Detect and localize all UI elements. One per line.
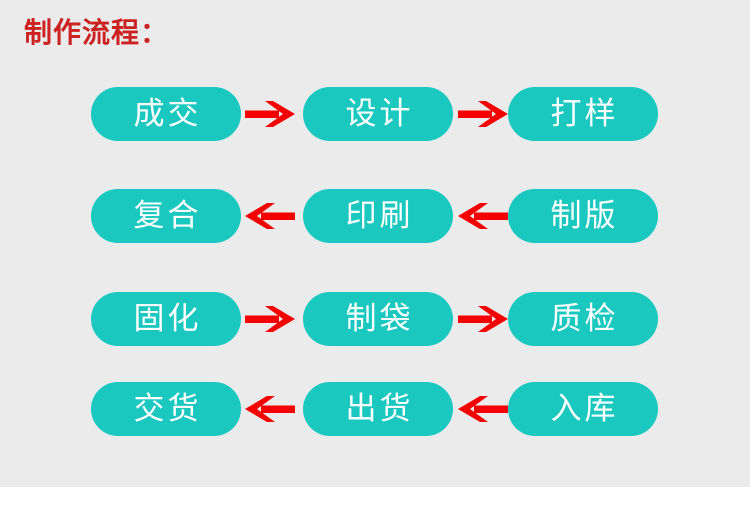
flow-step-node[interactable]: 交货 [91, 382, 241, 436]
flow-step-node[interactable]: 制版 [508, 189, 658, 243]
process-flow-diagram: 制作流程： 成交 设计 打样 复合 [0, 0, 750, 487]
flow-row: 成交 设计 打样 [0, 87, 750, 141]
arrow-left-icon [456, 200, 510, 232]
arrow-right-icon [456, 98, 510, 130]
flow-step-label: 出货 [345, 391, 414, 427]
flow-step-label: 制版 [550, 198, 619, 234]
flow-step-label: 入库 [550, 391, 619, 427]
flow-row: 交货 出货 入库 [0, 382, 750, 436]
flow-step-node[interactable]: 出货 [303, 382, 453, 436]
flow-step-label: 成交 [133, 96, 202, 132]
arrow-left-icon [456, 393, 510, 425]
arrow-right-icon [243, 98, 297, 130]
arrow-right-icon [456, 303, 510, 335]
arrow-left-icon [243, 393, 297, 425]
flow-step-label: 质检 [550, 301, 619, 337]
flow-step-node[interactable]: 打样 [508, 87, 658, 141]
flow-step-node[interactable]: 成交 [91, 87, 241, 141]
flow-step-label: 固化 [133, 301, 202, 337]
page-title: 制作流程： [24, 16, 170, 49]
flow-step-label: 复合 [133, 198, 202, 234]
flow-step-node[interactable]: 印刷 [303, 189, 453, 243]
flow-step-label: 设计 [345, 96, 414, 132]
flow-step-node[interactable]: 制袋 [303, 292, 453, 346]
flow-row: 固化 制袋 质检 [0, 292, 750, 346]
arrow-right-icon [243, 303, 297, 335]
footer-band [0, 487, 750, 505]
flow-step-label: 制袋 [345, 301, 414, 337]
flow-step-label: 印刷 [345, 198, 414, 234]
flow-step-label: 打样 [550, 96, 619, 132]
arrow-left-icon [243, 200, 297, 232]
flow-step-node[interactable]: 设计 [303, 87, 453, 141]
flow-step-node[interactable]: 固化 [91, 292, 241, 346]
flow-step-label: 交货 [133, 391, 202, 427]
flow-row: 复合 印刷 制版 [0, 189, 750, 243]
flow-step-node[interactable]: 入库 [508, 382, 658, 436]
flow-step-node[interactable]: 复合 [91, 189, 241, 243]
flow-step-node[interactable]: 质检 [508, 292, 658, 346]
